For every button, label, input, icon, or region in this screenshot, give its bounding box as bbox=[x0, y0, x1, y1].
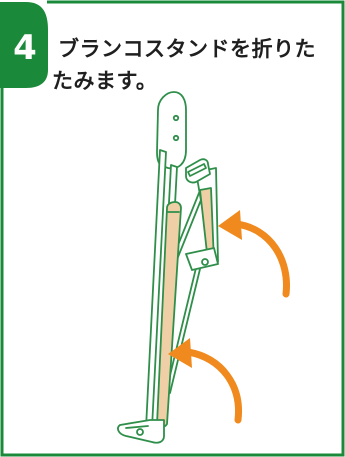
fold-arrow-icon bbox=[218, 210, 290, 298]
step-number: 4 bbox=[13, 28, 37, 68]
step-instruction-line1: ブランコスタンドを折りた bbox=[58, 37, 316, 61]
fold-arrow-icon bbox=[168, 338, 242, 424]
step-badge bbox=[0, 2, 48, 88]
step-instruction-line2: たみます。 bbox=[52, 69, 158, 93]
swing-stand-illustration bbox=[117, 91, 219, 444]
step-instruction: ブランコスタンドを折りた たみます。 bbox=[52, 33, 344, 97]
